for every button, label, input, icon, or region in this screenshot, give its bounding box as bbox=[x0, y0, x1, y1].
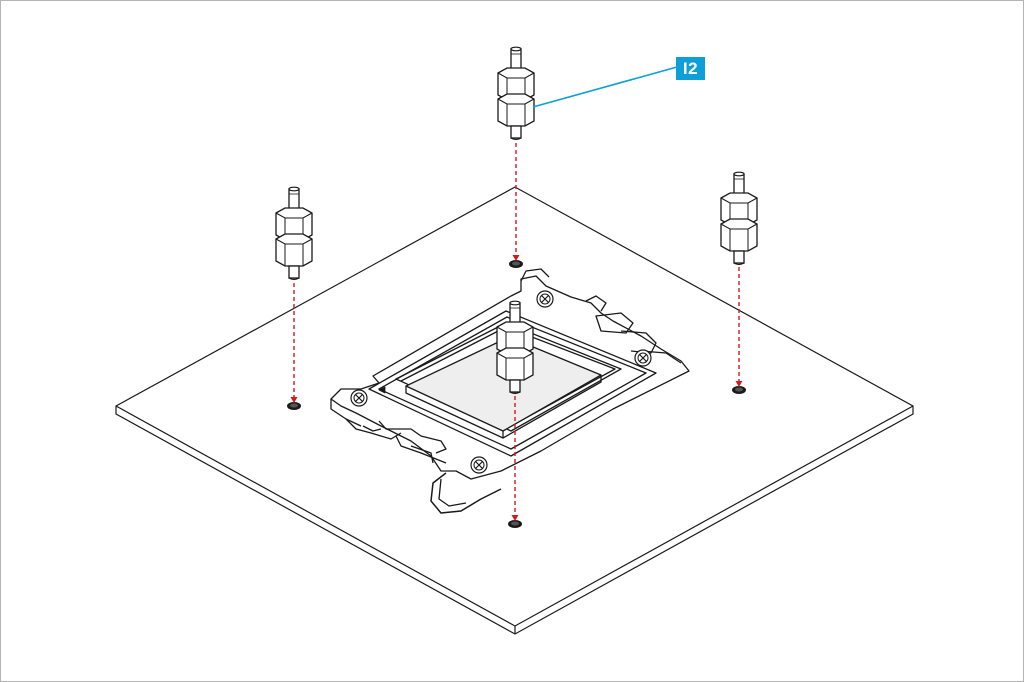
mounting-hole-icon bbox=[732, 386, 746, 394]
standoff-icon bbox=[497, 46, 535, 141]
standoff-icon bbox=[275, 186, 313, 281]
socket-screw-icon bbox=[470, 456, 488, 474]
callout-leader-line bbox=[532, 66, 678, 108]
callout-badge: I2 bbox=[676, 57, 705, 80]
mounting-hole-icon bbox=[508, 520, 522, 528]
mounting-hole-icon bbox=[509, 260, 523, 268]
socket-screw-icon bbox=[536, 290, 554, 308]
mounting-hole-icon bbox=[287, 402, 301, 410]
alignment-guides bbox=[293, 143, 740, 516]
standoff-icon bbox=[720, 171, 758, 266]
socket-screw-icon bbox=[350, 389, 368, 407]
socket-screw-icon bbox=[634, 349, 652, 367]
